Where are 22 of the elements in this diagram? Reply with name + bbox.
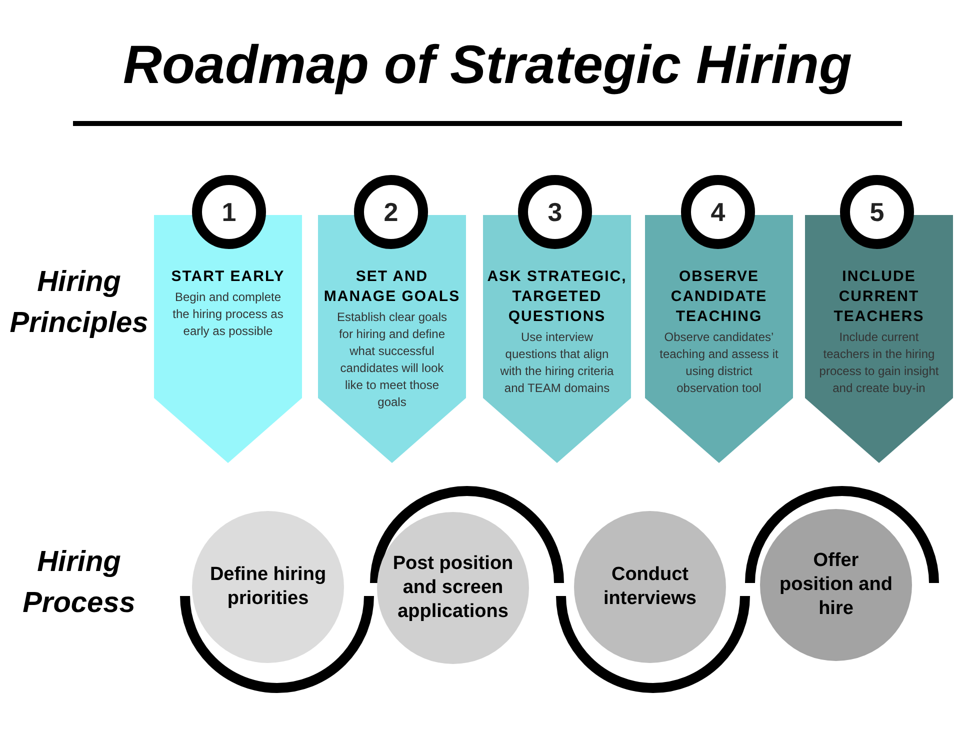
step-description: Begin and complete the hiring process as early as possible [172, 289, 284, 340]
number-circle: 2 [354, 175, 428, 249]
step-heading: OBSERVE CANDIDATE TEACHING [670, 267, 768, 327]
step-heading: SET AND MANAGE GOALS [322, 267, 462, 307]
step-label: Define hiring priorities [208, 563, 328, 611]
step-heading: ASK STRATEGIC, TARGETED QUESTIONS [487, 267, 627, 327]
number-circle: 5 [840, 175, 914, 249]
step-heading: START EARLY [170, 267, 286, 287]
title: Roadmap of Strategic Hiring [122, 36, 854, 96]
number-circle: 4 [681, 175, 755, 249]
step-label: Post position and screen applications [392, 552, 514, 624]
row-label: Hiring Principles [8, 265, 150, 341]
step-description: Observe candidates’ teaching and assess it using district observation tool [658, 329, 780, 397]
number-circle: 3 [518, 175, 592, 249]
row-label: Hiring Process [22, 545, 136, 621]
step-description: Use interview questions that align with the hiring criteria and TEAM domains [499, 329, 615, 397]
number-circle: 1 [192, 175, 266, 249]
step-heading: INCLUDE CURRENT TEACHERS [832, 267, 926, 327]
step-label: Offer position and hire [778, 549, 894, 621]
step-label: Conduct interviews [602, 563, 698, 611]
step-description: Establish clear goals for hiring and define what successful candidates will look like to meet those goals [336, 309, 448, 411]
step-description: Include current teachers in the hiring process to gain insight and create buy-in [818, 329, 940, 397]
